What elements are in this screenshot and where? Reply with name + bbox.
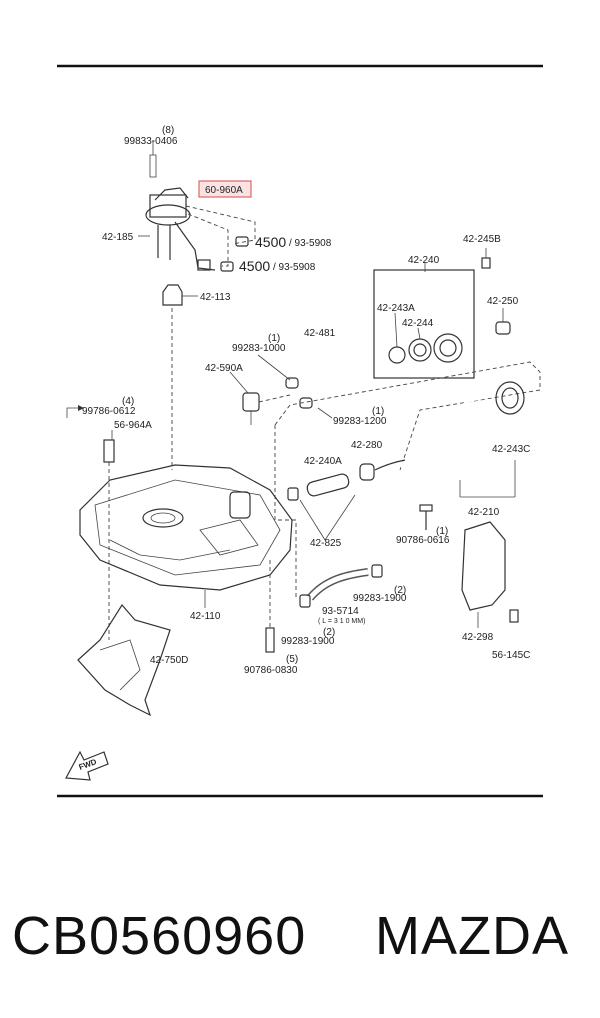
label-99786-0612: 99786-0612	[82, 406, 136, 417]
label-90786-0830: 90786-0830	[244, 665, 298, 676]
label-42-110: 42-110	[190, 611, 221, 622]
hose-42-481	[257, 342, 334, 419]
label-42-243C: 42-243C	[492, 444, 530, 455]
fuel-pump-assembly	[138, 140, 216, 271]
part-number: CB0560960	[12, 906, 307, 966]
fasteners-left	[66, 405, 115, 640]
under-shield-42-750D	[77, 603, 171, 717]
label-4500-b: 4500	[239, 258, 270, 274]
brand-name: MAZDA	[375, 906, 569, 966]
label-99283-1000: 99283-1000	[232, 343, 286, 354]
label-qty-1-c: (1)	[436, 526, 448, 537]
vent-hoses	[287, 459, 406, 541]
label-42-245B: 42-245B	[463, 234, 501, 245]
label-qty-5: (5)	[286, 654, 298, 665]
label-99283-1900-b: 99283-1900	[281, 636, 335, 647]
label-42-240: 42-240	[408, 255, 440, 266]
filler-pipe-42-210	[394, 381, 525, 498]
label-90786-0616: 90786-0616	[396, 535, 450, 546]
label-99833-0406: 99833-0406	[124, 136, 178, 147]
label-qty-1-a: (1)	[268, 333, 280, 344]
label-93-5908-a: / 93-5908	[289, 238, 332, 249]
label-42-280: 42-280	[351, 440, 383, 451]
label-4500-a: 4500	[255, 234, 286, 250]
bracket-42-113	[162, 284, 198, 470]
label-42-590A: 42-590A	[205, 363, 243, 374]
label-42-750D: 42-750D	[150, 655, 188, 666]
heat-shield-42-298	[461, 521, 519, 628]
fuel-tank-42-110	[79, 464, 293, 608]
connector-group	[185, 205, 256, 272]
label-qty-2-a: (2)	[394, 585, 406, 596]
fwd-arrow-icon	[65, 750, 109, 781]
highlight-box	[198, 180, 252, 198]
label-length-310mm: ( L = 3 1 0 MM)	[318, 618, 365, 625]
valve-42-590A	[229, 371, 291, 425]
small-fasteners-right	[481, 248, 511, 335]
label-42-185: 42-185	[102, 232, 134, 243]
label-qty-8: (8)	[162, 125, 174, 136]
label-99283-1900-a: 99283-1900	[353, 593, 407, 604]
label-42-113: 42-113	[200, 292, 231, 303]
filler-cap-box	[373, 262, 475, 379]
hose-93-5714	[299, 564, 383, 608]
label-56-145C: 56-145C	[492, 650, 530, 661]
label-99283-1200: 99283-1200	[333, 416, 387, 427]
label-60-960A: 60-960A	[205, 185, 243, 196]
label-qty-2-b: (2)	[323, 627, 335, 638]
label-42-243A: 42-243A	[377, 303, 415, 314]
bolt-90786-0830	[265, 560, 275, 653]
label-42-244: 42-244	[402, 318, 434, 329]
dashed-boundary	[274, 361, 541, 600]
label-42-250: 42-250	[487, 296, 519, 307]
label-qty-1-b: (1)	[372, 406, 384, 417]
label-42-825: 42-825	[310, 538, 342, 549]
label-qty-4: (4)	[122, 396, 134, 407]
label-42-240A: 42-240A	[304, 456, 342, 467]
label-42-298: 42-298	[462, 632, 494, 643]
label-56-964A: 56-964A	[114, 420, 152, 431]
bolt-90786-0616	[419, 504, 433, 530]
label-93-5908-b: / 93-5908	[273, 262, 316, 273]
label-42-481: 42-481	[304, 328, 336, 339]
label-93-5714: 93-5714	[322, 606, 359, 617]
label-42-210: 42-210	[468, 507, 500, 518]
